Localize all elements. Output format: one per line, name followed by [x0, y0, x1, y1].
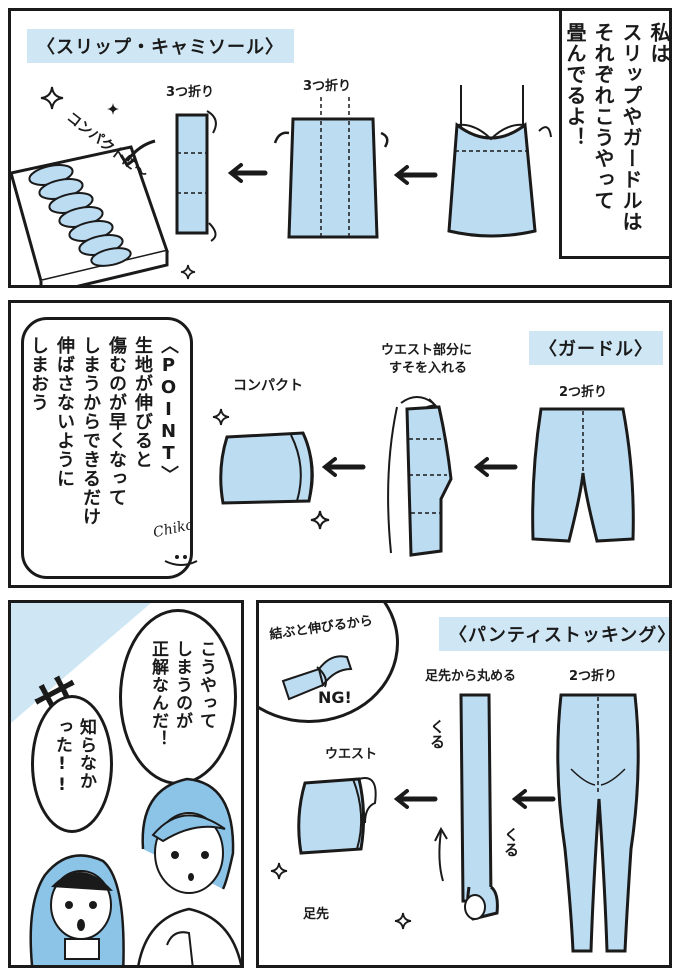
label-toe: 足先	[303, 907, 330, 922]
point-line-4: 伸ばさないように	[54, 336, 75, 488]
ng-mark: NG!	[318, 688, 352, 707]
sparkle-icon	[40, 86, 64, 110]
speech-right-line-1: こうやって	[196, 640, 216, 730]
label-roll-from-toe: 足先から丸める	[425, 669, 517, 684]
sfx-kuru-bottom: くる	[502, 827, 520, 857]
arrow-left-icon	[393, 165, 438, 185]
label-waist-pantyhose: ウエスト	[325, 747, 378, 762]
panel-girdle: 〈ガードル〉 〈POINT〉 生地が伸びると 傷むのが早くなって しまうからでき…	[8, 300, 672, 588]
narration-box: 私は スリップやガードルは それぞれこうやって 畳んでるよ！	[559, 11, 671, 259]
arrow-left-icon	[393, 789, 438, 809]
label-fold-three-small: 3つ折り	[166, 85, 215, 100]
narration-line-1: 私は	[647, 22, 671, 64]
pantyhose-rolling	[434, 693, 499, 921]
speech-right-line-3: 正解なんだ！	[148, 640, 168, 748]
speech-left-line-2: った!!	[52, 718, 72, 796]
speech-left-line-1: 知らなか	[76, 718, 96, 790]
folded-girdle-tucked	[387, 396, 453, 557]
arrow-left-icon	[473, 457, 518, 477]
sparkle-icon	[107, 103, 119, 115]
point-line-5: しまおう	[28, 336, 49, 412]
arrow-left-icon	[321, 457, 366, 477]
folded-slip-wide	[273, 97, 389, 239]
character-left-surprised	[29, 854, 125, 965]
arrow-curved-icon	[119, 139, 156, 168]
sparkle-icon	[180, 264, 196, 280]
label-waist-line-1: ウエスト部分に	[381, 343, 473, 358]
girdle-illustration	[531, 407, 635, 543]
storage-box-illustration	[11, 145, 169, 285]
ng-note: 結ぶと伸びるから	[268, 613, 374, 643]
sparkle-icon	[212, 408, 230, 426]
panel-slip-camisole: 〈スリップ・キャミソール〉 私は スリップやガードルは それぞれこうやって 畳ん…	[8, 8, 672, 288]
camisole-illustration	[447, 85, 552, 238]
speech-right-line-2: しまうのが	[172, 640, 192, 730]
point-line-2: 傷むのが早くなって	[106, 336, 127, 507]
label-fold-two-pantyhose: 2つ折り	[569, 669, 618, 684]
speech-bubble-left: 知らなか った!!	[31, 695, 113, 833]
label-fold-two-girdle: 2つ折り	[559, 385, 608, 400]
point-line-3: しまうからできるだけ	[80, 336, 101, 526]
narration-line-3: それぞれこうやって	[591, 22, 615, 211]
panel-reaction: サ こうやって しまうのが 正解なんだ！ 知らなか った!!	[8, 600, 244, 968]
narration-line-4: 畳んでるよ！	[563, 22, 587, 148]
panel-pantyhose: 〈パンティストッキング〉 結ぶと伸びるから NG! 足先から丸める 2つ折り ウ…	[256, 600, 672, 968]
label-compact-girdle: コンパクト	[233, 378, 303, 394]
rolled-pantyhose-bundle	[297, 777, 377, 855]
section-tag-girdle: 〈ガードル〉	[529, 331, 663, 365]
sparkle-icon	[310, 510, 330, 530]
point-bubble: 〈POINT〉 生地が伸びると 傷むのが早くなって しまうからできるだけ 伸ばさ…	[21, 317, 193, 579]
point-heading: 〈POINT〉	[158, 336, 179, 484]
character-right-explaining	[137, 777, 241, 965]
arrow-left-icon	[511, 789, 556, 809]
folded-girdle-compact	[219, 431, 314, 505]
label-fold-three-large: 3つ折り	[303, 79, 352, 94]
point-line-1: 生地が伸びると	[132, 336, 153, 469]
pantyhose-illustration	[556, 693, 640, 953]
background-diagonal	[11, 603, 151, 723]
section-tag-pantyhose: 〈パンティストッキング〉	[439, 617, 669, 651]
knotted-stocking-icon	[281, 655, 353, 701]
speech-bubble-right: こうやって しまうのが 正解なんだ！	[119, 609, 237, 785]
sparkle-icon	[394, 912, 412, 930]
arrow-left-icon	[227, 163, 268, 183]
label-waist-line-2: すそを入れる	[389, 361, 468, 376]
narration-line-2: スリップやガードルは	[619, 22, 643, 232]
folded-slip-narrow	[175, 110, 217, 242]
section-tag-slip: 〈スリップ・キャミソール〉	[27, 29, 294, 63]
sfx-kuru-top: くる	[428, 719, 446, 749]
sparkle-icon	[270, 862, 288, 880]
pig-face-icon	[164, 555, 198, 566]
